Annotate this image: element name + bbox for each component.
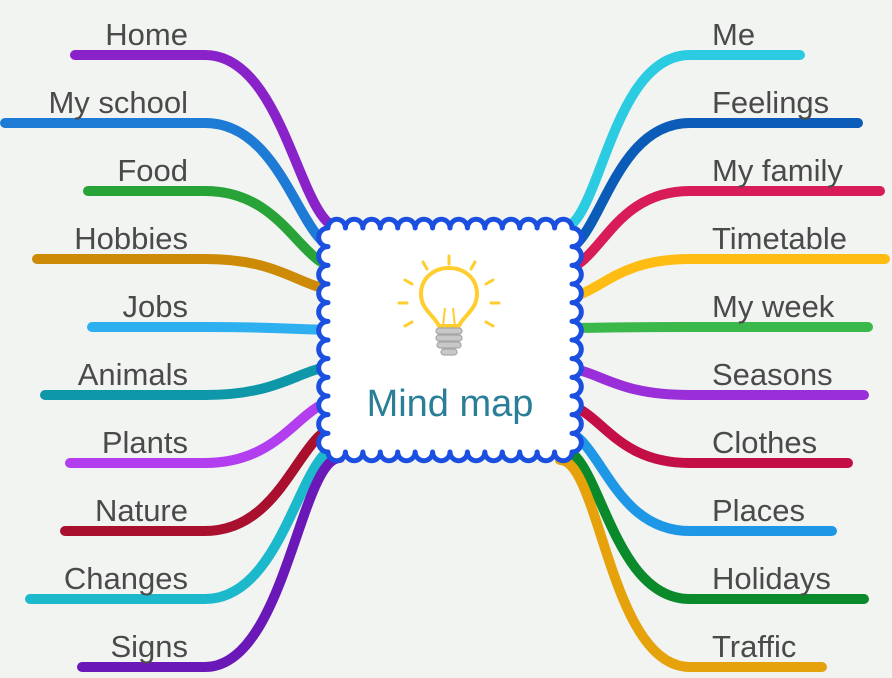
topic-label-clothes[interactable]: Clothes [712, 425, 818, 460]
branch-signs [77, 453, 345, 672]
topic-label-timetable[interactable]: Timetable [712, 221, 847, 256]
topic-label-traffic[interactable]: Traffic [712, 629, 797, 664]
center-node-title: Mind map [366, 383, 534, 425]
branch-traffic [555, 455, 827, 672]
topic-label-my-family[interactable]: My family [712, 153, 843, 188]
topic-label-animals[interactable]: Animals [77, 357, 188, 392]
branch-hobbies [32, 254, 345, 295]
topic-label-me[interactable]: Me [712, 17, 756, 52]
topic-label-plants[interactable]: Plants [101, 425, 188, 460]
topic-label-signs[interactable]: Signs [110, 629, 188, 664]
branch-jobs [87, 322, 345, 335]
branch-my-week [555, 322, 873, 333]
topic-label-jobs[interactable]: Jobs [122, 289, 188, 324]
topic-label-hobbies[interactable]: Hobbies [74, 221, 188, 256]
topic-label-food[interactable]: Food [117, 153, 188, 188]
topic-label-seasons[interactable]: Seasons [712, 357, 833, 392]
topic-label-nature[interactable]: Nature [94, 493, 188, 528]
topic-label-changes[interactable]: Changes [63, 561, 188, 596]
topic-label-my-week[interactable]: My week [712, 289, 835, 324]
topic-label-places[interactable]: Places [712, 493, 806, 528]
topic-label-holidays[interactable]: Holidays [712, 561, 831, 596]
topic-label-feelings[interactable]: Feelings [712, 85, 830, 120]
topic-label-home[interactable]: Home [105, 17, 188, 52]
topic-label-my-school[interactable]: My school [48, 85, 188, 120]
